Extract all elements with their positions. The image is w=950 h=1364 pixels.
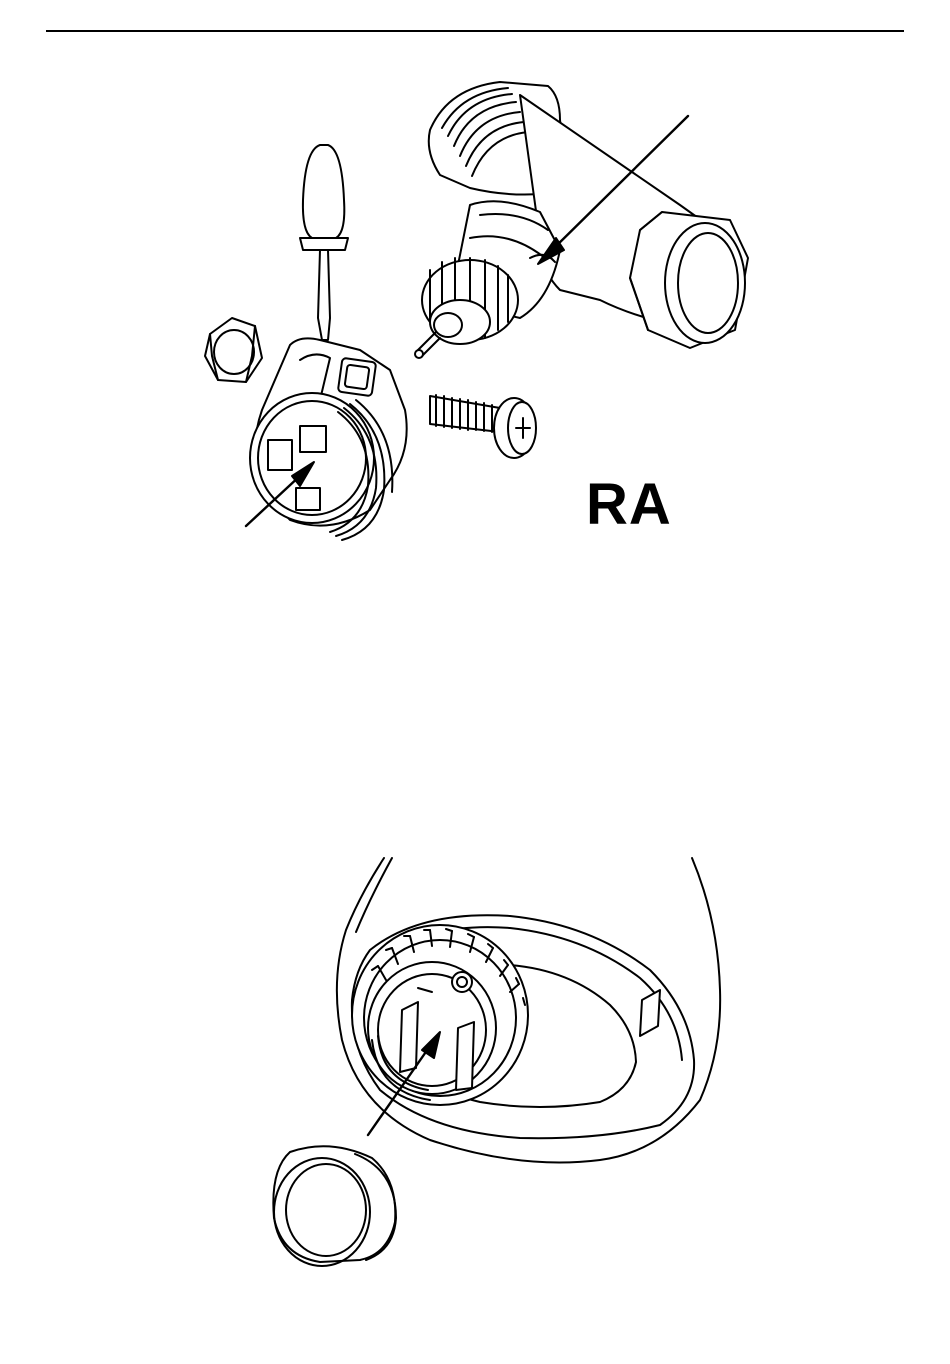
screw-icon (430, 395, 536, 458)
adapter-ring-icon (250, 338, 407, 540)
hex-nut-icon (205, 318, 262, 382)
thermostat-head-figure (0, 840, 950, 1280)
valve-type-label: RA (586, 476, 672, 534)
sleeve-ring-icon (273, 1146, 396, 1266)
screwdriver-icon (300, 145, 348, 340)
valve-adapter-figure (0, 0, 950, 600)
thermostat-head-icon (337, 858, 720, 1163)
